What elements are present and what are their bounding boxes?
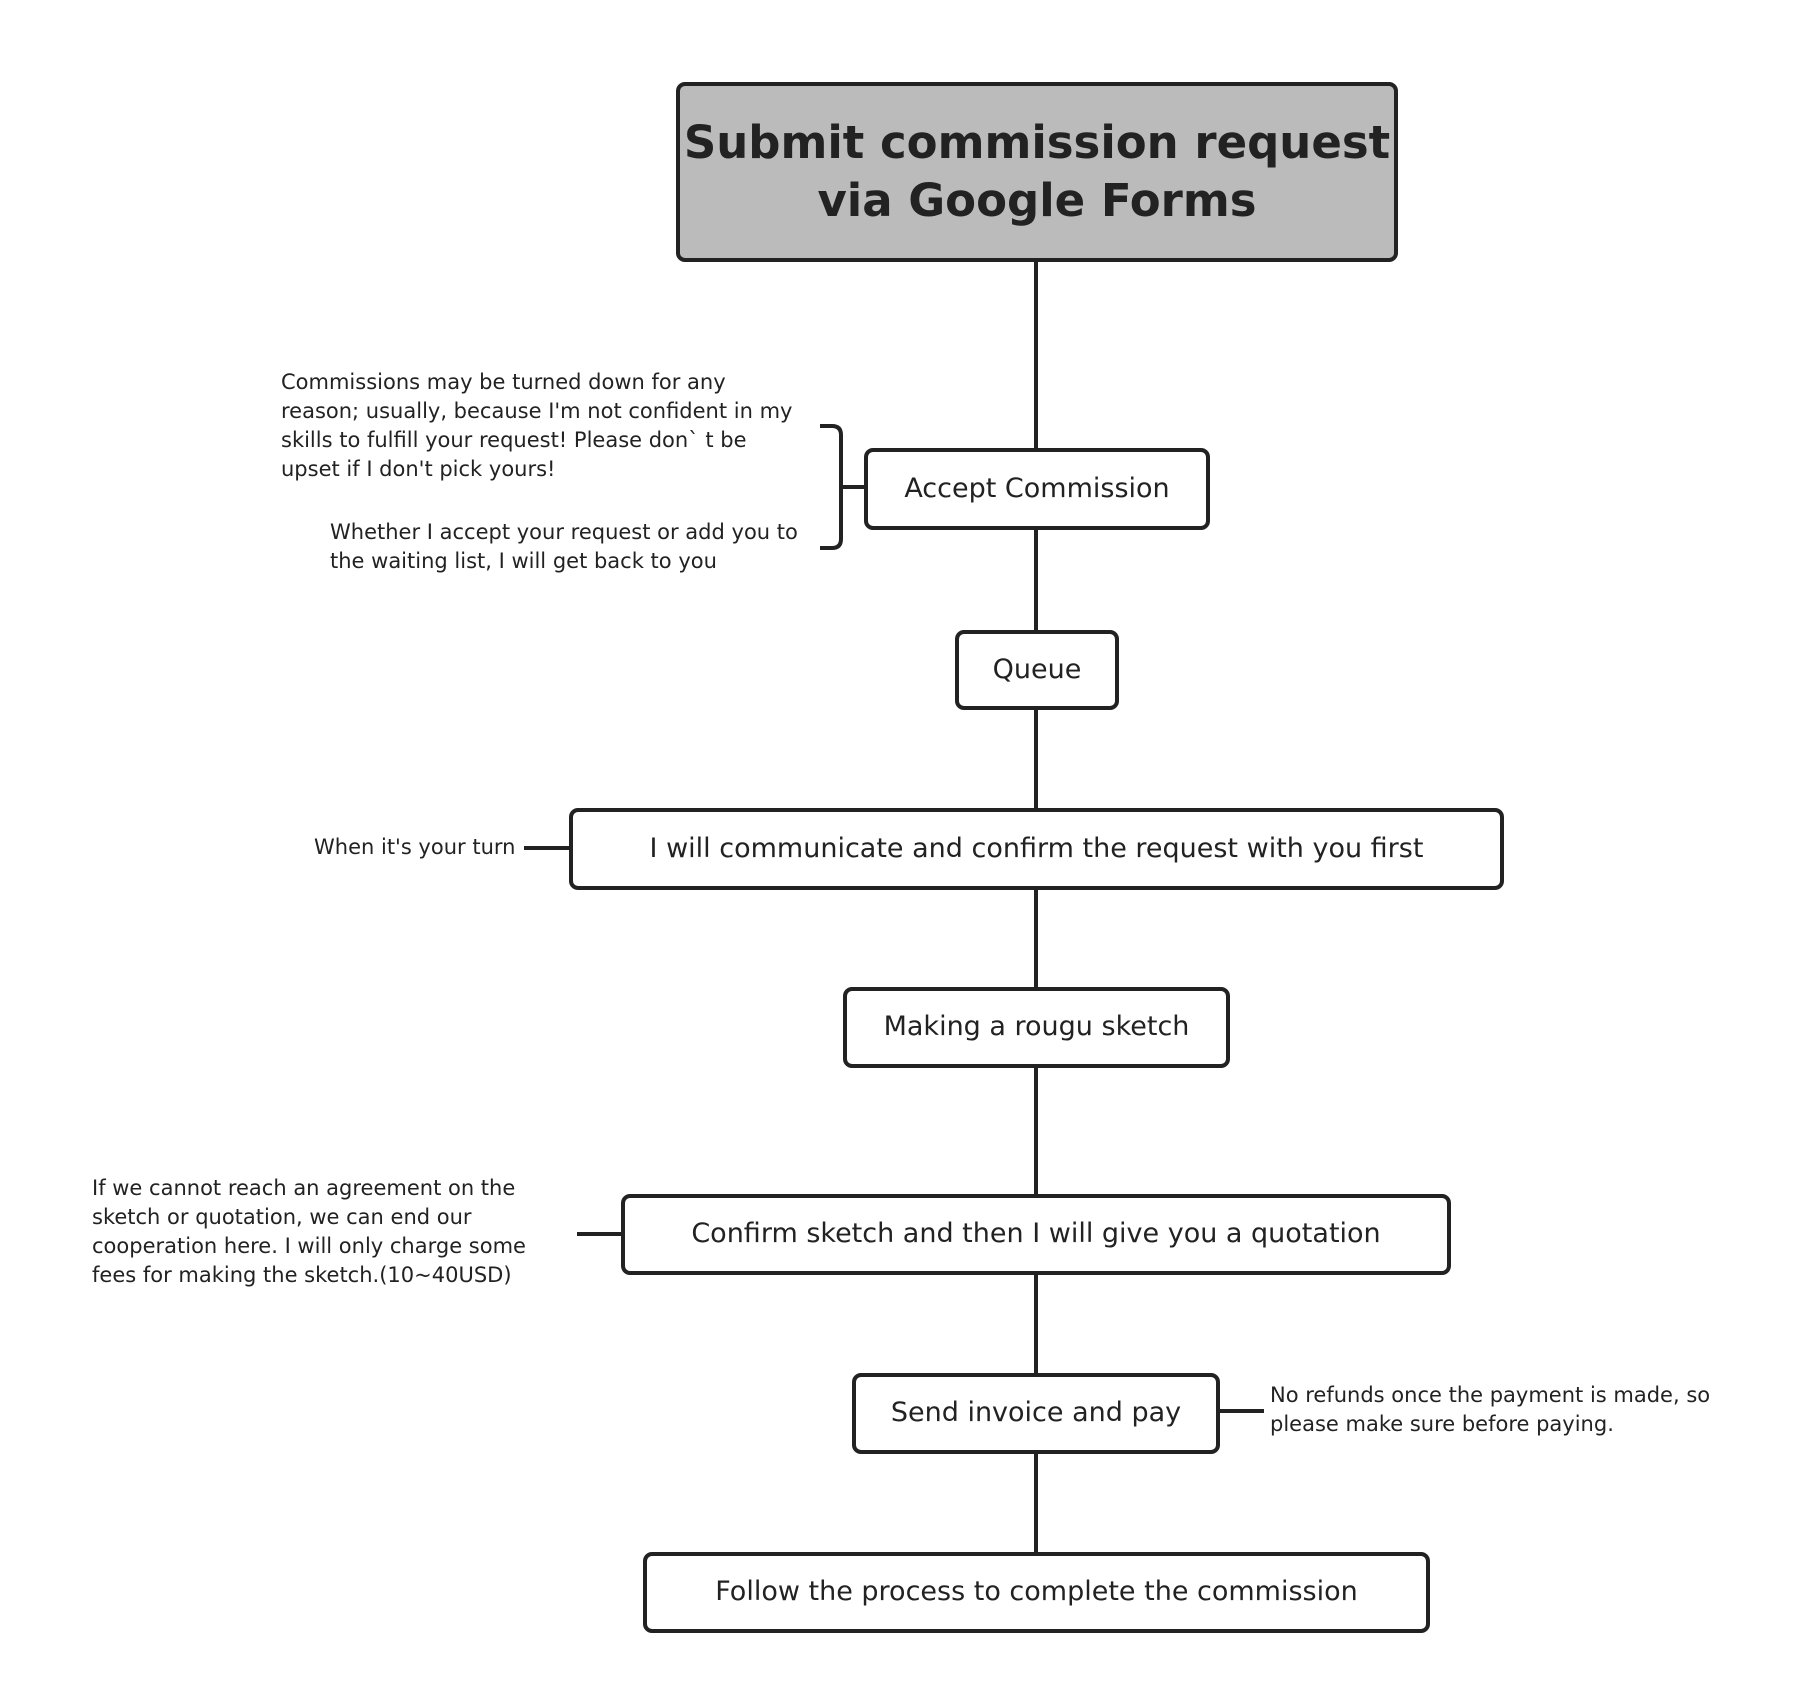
note-decline: Commissions may be turned down for any r… xyxy=(281,368,792,484)
node-invoice: Send invoice and pay xyxy=(852,1373,1220,1454)
note-agreement-line: sketch or quotation, we can end our xyxy=(92,1205,472,1229)
note-decline-line: skills to fulfill your request! Please d… xyxy=(281,428,747,452)
note-decline-line: reason; usually, because I'm not confide… xyxy=(281,399,793,423)
node-complete: Follow the process to complete the commi… xyxy=(643,1552,1430,1633)
note-decline-line: upset if I don't pick yours! xyxy=(281,457,556,481)
note-decline-line: Commissions may be turned down for any xyxy=(281,370,726,394)
node-rough-sketch: Making a rougu sketch xyxy=(843,987,1230,1068)
note-refund-line: please make sure before paying. xyxy=(1270,1412,1614,1436)
node-sketch-label: Making a rougu sketch xyxy=(883,1011,1190,1043)
node-accept-label: Accept Commission xyxy=(904,472,1170,504)
node-queue: Queue xyxy=(955,630,1119,710)
note-reply-line: Whether I accept your request or add you… xyxy=(330,520,798,544)
note-agreement-line: If we cannot reach an agreement on the xyxy=(92,1176,516,1200)
note-refund: No refunds once the payment is made, so … xyxy=(1270,1381,1710,1439)
note-agreement-line: fees for making the sketch.(10~40USD) xyxy=(92,1263,512,1287)
node-accept-commission: Accept Commission xyxy=(864,448,1210,530)
bracket-accept xyxy=(820,424,843,550)
note-agreement: If we cannot reach an agreement on the s… xyxy=(92,1174,526,1290)
note-turn: When it's your turn xyxy=(314,833,515,862)
note-turn-line: When it's your turn xyxy=(314,835,516,859)
node-queue-label: Queue xyxy=(992,653,1082,685)
node-invoice-label: Send invoice and pay xyxy=(890,1397,1182,1429)
node-submit-label: Submit commission request via Google For… xyxy=(683,115,1391,228)
node-submit-request: Submit commission request via Google For… xyxy=(676,82,1398,262)
node-complete-label: Follow the process to complete the commi… xyxy=(715,1576,1358,1608)
node-communicate-label: I will communicate and confirm the reque… xyxy=(649,832,1424,864)
note-refund-line: No refunds once the payment is made, so xyxy=(1270,1383,1711,1407)
node-quotation-label: Confirm sketch and then I will give you … xyxy=(691,1218,1381,1250)
note-reply-line: the waiting list, I will get back to you xyxy=(330,549,717,573)
node-communicate: I will communicate and confirm the reque… xyxy=(569,808,1504,890)
note-agreement-line: cooperation here. I will only charge som… xyxy=(92,1234,526,1258)
node-quotation: Confirm sketch and then I will give you … xyxy=(621,1194,1451,1275)
note-reply: Whether I accept your request or add you… xyxy=(330,518,798,576)
